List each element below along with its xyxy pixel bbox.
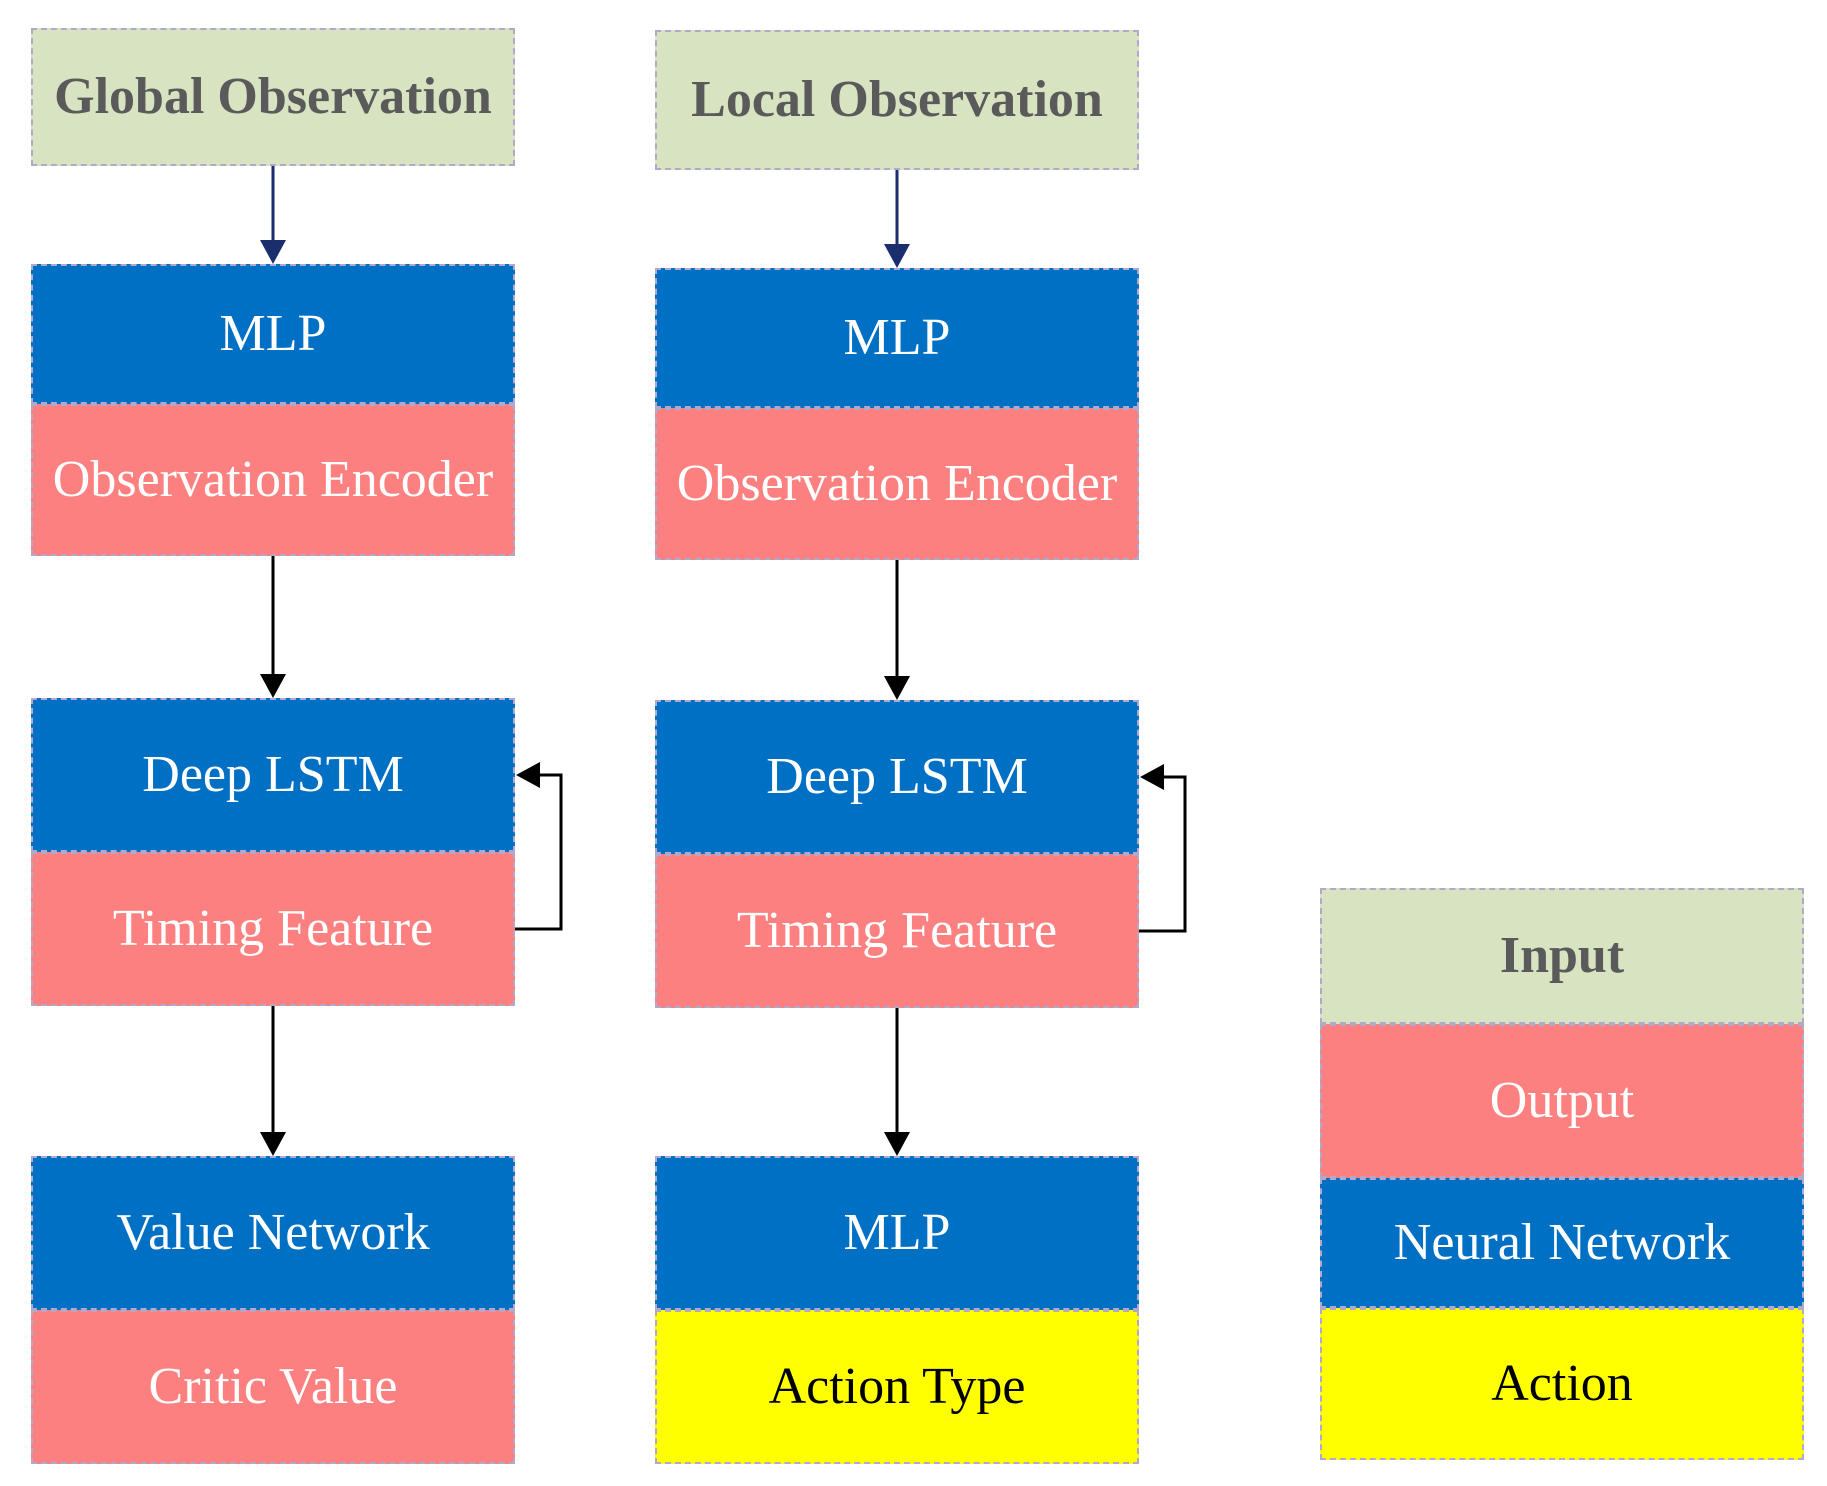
actor-input-local-observation: Local Observation [655,30,1139,170]
legend-neural-network: Neural Network [1320,1178,1804,1308]
arrow-local-observation-to-mlp [884,170,910,268]
critic-observation-encoder: Observation Encoder [31,404,515,556]
arrow-actor-timing-loop [1139,764,1187,933]
legend-action: Action [1320,1308,1804,1460]
arrow-critic-timing-to-value-network [260,1006,286,1156]
actor-action-type: Action Type [655,1310,1139,1464]
critic-value-output: Critic Value [31,1310,515,1464]
actor-observation-encoder: Observation Encoder [655,408,1139,560]
legend-input: Input [1320,888,1804,1024]
arrow-actor-encoder-to-lstm [884,560,910,700]
critic-timing-feature: Timing Feature [31,852,515,1006]
arrow-critic-encoder-to-lstm [260,556,286,698]
actor-deep-lstm: Deep LSTM [655,700,1139,854]
actor-encoder-mlp: MLP [655,268,1139,408]
critic-deep-lstm: Deep LSTM [31,698,515,852]
actor-action-mlp: MLP [655,1156,1139,1310]
arrow-global-observation-to-mlp [260,166,286,264]
legend-output: Output [1320,1024,1804,1178]
critic-input-global-observation: Global Observation [31,28,515,166]
arrow-critic-timing-loop [515,762,563,931]
critic-encoder-mlp: MLP [31,264,515,404]
critic-value-network: Value Network [31,1156,515,1310]
actor-timing-feature: Timing Feature [655,854,1139,1008]
arrow-actor-timing-to-mlp [884,1008,910,1156]
